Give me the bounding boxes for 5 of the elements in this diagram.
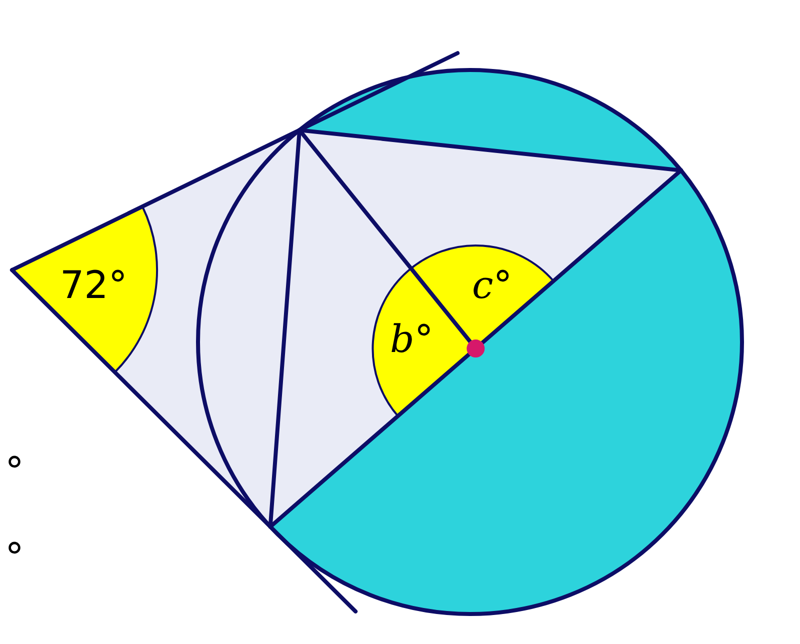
angle-label: b° bbox=[390, 320, 434, 358]
degree-sign: ° bbox=[5, 452, 24, 490]
angle-label: 72° bbox=[60, 266, 128, 304]
angle-label: c° bbox=[472, 266, 512, 304]
degree-sign: ° bbox=[5, 538, 24, 576]
